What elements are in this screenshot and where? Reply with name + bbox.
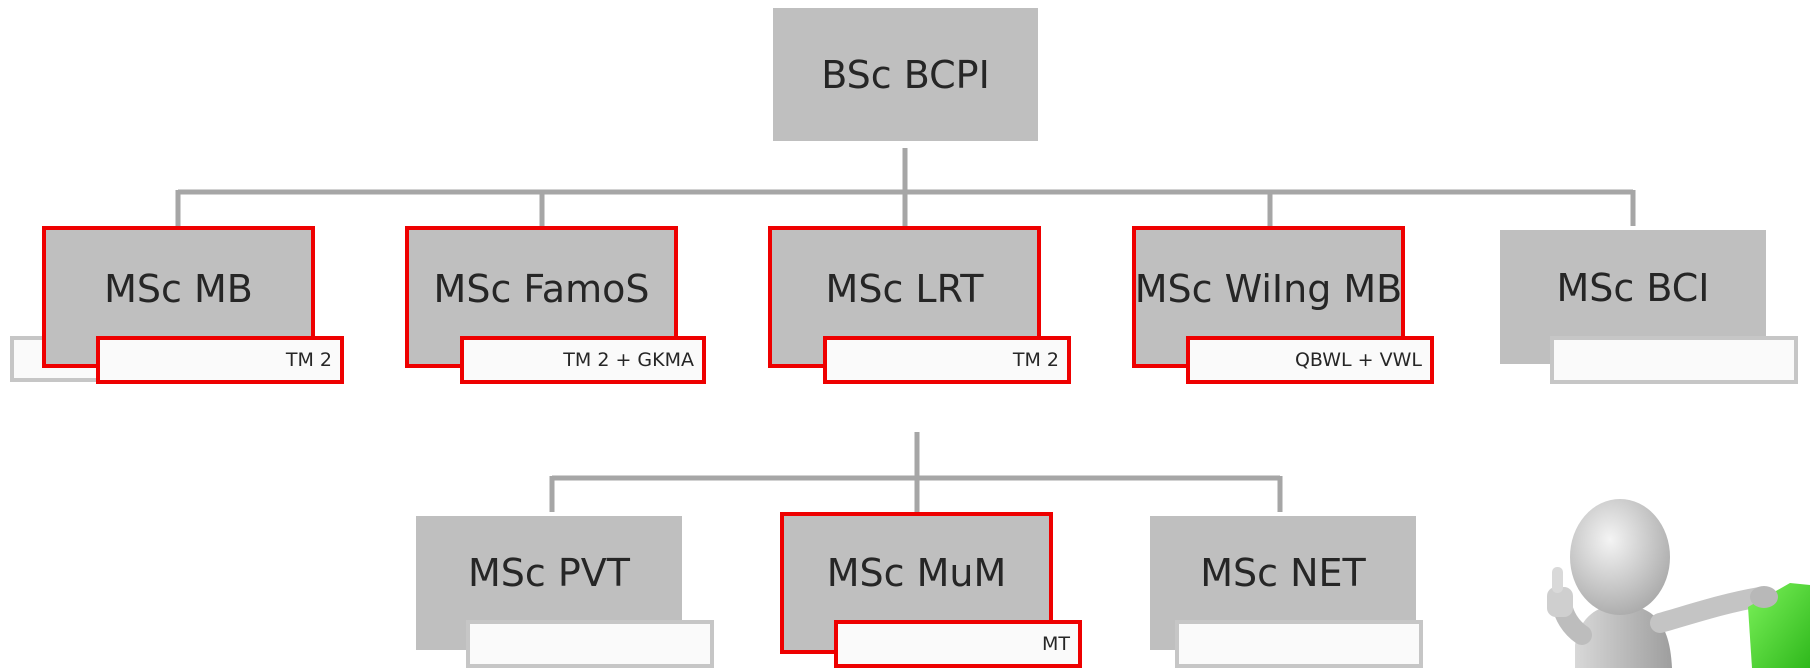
tag-msc-net bbox=[1175, 620, 1423, 668]
tag-msc-bci bbox=[1550, 336, 1798, 384]
label-msc-mum: MSc MuM bbox=[826, 551, 1007, 595]
tag-label-msc-mb: TM 2 bbox=[285, 349, 332, 371]
tag-label-msc-famos: TM 2 + GKMA bbox=[563, 349, 694, 371]
label-msc-wiing-mb: MSc WiIng MB bbox=[1134, 267, 1403, 311]
thumbs-up-figure-icon bbox=[1547, 499, 1810, 668]
tag-label-msc-lrt: TM 2 bbox=[1012, 349, 1059, 371]
tag-msc-lrt: TM 2 bbox=[823, 336, 1071, 384]
label-msc-lrt: MSc LRT bbox=[825, 267, 984, 311]
tag-label-msc-mum: MT bbox=[1042, 633, 1070, 655]
tag-msc-wiing-mb: QBWL + VWL bbox=[1186, 336, 1434, 384]
tag-msc-mb: TM 2 bbox=[96, 336, 344, 384]
root-box: BSc BCPI bbox=[773, 8, 1038, 141]
tag-msc-famos: TM 2 + GKMA bbox=[460, 336, 706, 384]
tag-msc-pvt bbox=[466, 620, 714, 668]
tag-msc-mum: MT bbox=[834, 620, 1082, 668]
label-msc-pvt: MSc PVT bbox=[467, 551, 630, 595]
label-msc-net: MSc NET bbox=[1200, 551, 1366, 595]
label-msc-mb: MSc MB bbox=[104, 267, 253, 311]
root-label: BSc BCPI bbox=[821, 52, 990, 97]
label-msc-bci: MSc BCI bbox=[1556, 266, 1710, 310]
label-msc-famos: MSc FamoS bbox=[433, 267, 650, 311]
tag-label-msc-wiing-mb: QBWL + VWL bbox=[1294, 349, 1422, 371]
